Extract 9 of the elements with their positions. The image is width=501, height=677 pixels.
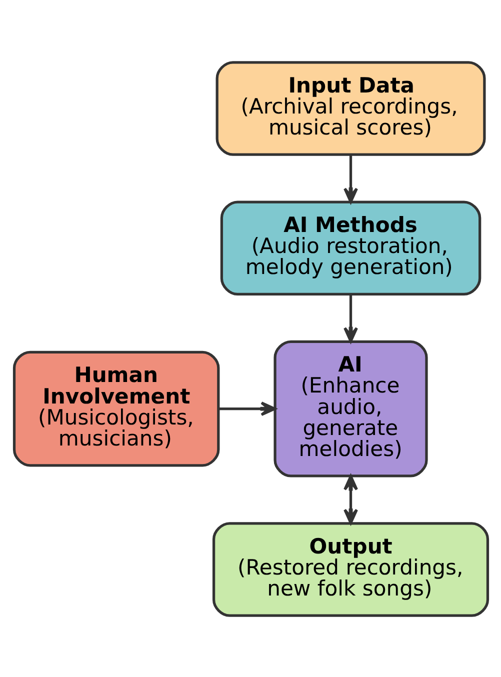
arrow — [343, 154, 358, 203]
node-box: Input Data (Archival recordings, musical scores) — [215, 60, 486, 156]
arrow — [218, 401, 276, 416]
node-box: AI (Enhance audio, generate melodies) — [273, 340, 428, 477]
arrow — [343, 474, 358, 524]
arrow — [343, 294, 358, 342]
node-box: Output (Restored recordings, new folk songs) — [212, 522, 489, 616]
node-box: Human Involvement (Musicologists, musicians) — [12, 350, 220, 466]
node-box: AI Methods (Audio restoration, melody generation) — [220, 200, 481, 296]
